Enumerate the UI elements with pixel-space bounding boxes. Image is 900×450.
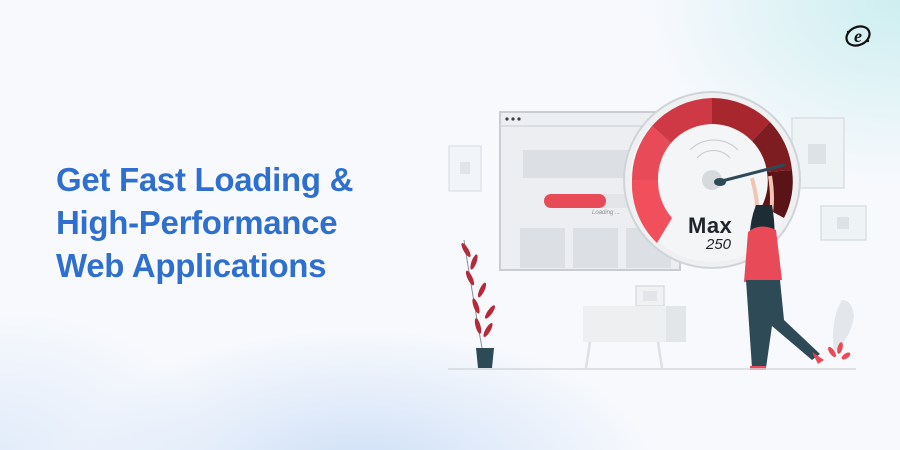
e-logo-icon: e (842, 20, 874, 52)
headline-line-1: Get Fast Loading & (56, 161, 354, 198)
headline: Get Fast Loading & High-Performance Web … (56, 158, 353, 287)
wall-frame-left (448, 145, 482, 192)
plant-left (461, 239, 496, 368)
wall-frame-right-top (791, 117, 845, 189)
loading-label: Loading ... (592, 210, 621, 216)
svg-text:e: e (854, 26, 862, 46)
cabinet (583, 285, 686, 369)
wall-frame-right-bottom (820, 205, 867, 241)
headline-line-3: Web Applications (56, 247, 327, 284)
gauge-value: 250 (706, 236, 732, 253)
headline-line-2: High-Performance (56, 204, 338, 241)
plant-right (827, 300, 854, 360)
gauge-max-label: Max (688, 213, 733, 238)
person-figure (744, 175, 824, 370)
